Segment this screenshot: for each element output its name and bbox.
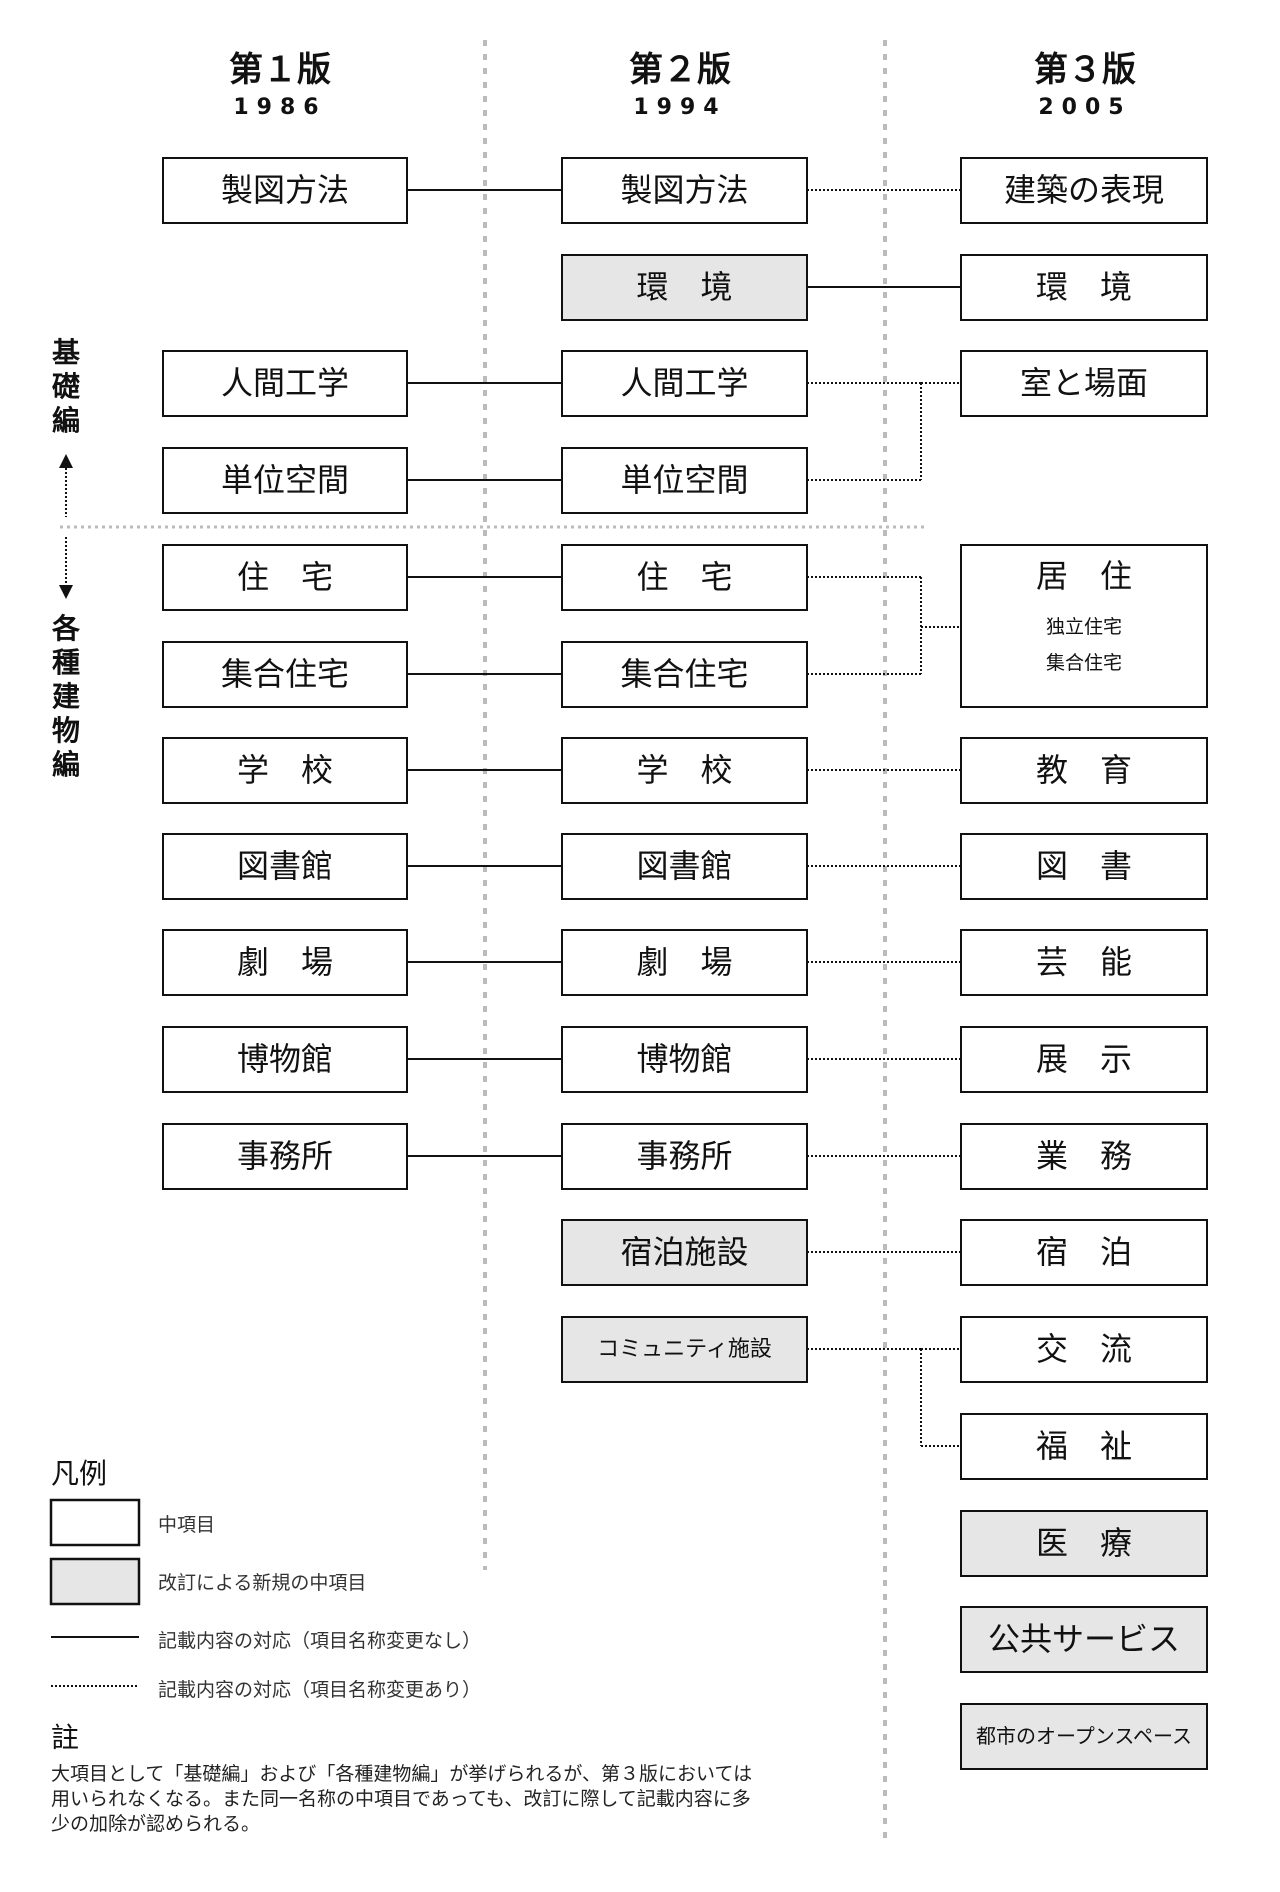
c3-item-13: 公共サービス <box>960 1606 1208 1673</box>
c3-item-3: 居 住 独立住宅 集合住宅 <box>960 544 1208 708</box>
c1-item-6: 図書館 <box>162 833 408 900</box>
note-line-2: 用いられなくなる。また同一名称の中項目であっても、改訂に際して記載内容に多 <box>51 1788 751 1810</box>
c3-item-14: 都市のオープンスペース <box>960 1703 1208 1770</box>
c1-item-8: 博物館 <box>162 1026 408 1093</box>
c2-item-9: 博物館 <box>561 1026 808 1093</box>
edition-year: 1986 <box>233 95 327 120</box>
side-arrows <box>59 454 73 599</box>
legend-box-swatch <box>49 1498 141 1547</box>
arrow-up-icon <box>59 454 73 468</box>
c3-item-5: 図 書 <box>960 833 1208 900</box>
c1-item-4: 集合住宅 <box>162 641 408 708</box>
c2-item-7: 図書館 <box>561 833 808 900</box>
c3-item-7: 展 示 <box>960 1026 1208 1093</box>
c1-item-7: 劇 場 <box>162 929 408 996</box>
c2-item-3: 単位空間 <box>561 447 808 514</box>
dotted-connectors-2-3 <box>807 189 961 1447</box>
legend-line-dotted: 記載内容の対応（項目名称変更あり） <box>158 1679 482 1701</box>
c3-item-4: 教 育 <box>960 737 1208 804</box>
solid-connectors-1-2 <box>407 189 562 1157</box>
legend-title: 凡例 <box>51 1457 108 1490</box>
edition-header-2: 第２版 1994 <box>550 42 810 120</box>
c2-item-6: 学 校 <box>561 737 808 804</box>
c1-item-9: 事務所 <box>162 1123 408 1190</box>
c2-item-0: 製図方法 <box>561 157 808 224</box>
edition-header-3: 第３版 2005 <box>955 42 1215 120</box>
c3-item-9: 宿 泊 <box>960 1219 1208 1286</box>
note-line-1: 大項目として「基礎編」および「各種建物編」が挙げられるが、第３版においては <box>51 1763 753 1785</box>
note-line-3: 少の加除が認められる。 <box>51 1813 261 1835</box>
edition-title: 第３版 <box>1034 50 1136 90</box>
side-label-buildings-char: 建 <box>51 680 80 713</box>
legend-line-solid: 記載内容の対応（項目名称変更なし） <box>158 1630 482 1652</box>
edition-title: 第２版 <box>629 50 731 90</box>
c2-item-10: 事務所 <box>561 1123 808 1190</box>
side-label-buildings: 各種建物編 <box>46 612 86 782</box>
side-label-buildings-char: 編 <box>51 748 80 781</box>
c2-item-5: 集合住宅 <box>561 641 808 708</box>
legend-item-box: 中項目 <box>158 1514 216 1536</box>
c1-item-1: 人間工学 <box>162 350 408 417</box>
c1-item-0: 製図方法 <box>162 157 408 224</box>
note-title: 註 <box>51 1721 80 1754</box>
edition-header-1: 第１版 1986 <box>150 42 410 120</box>
c3-item-12: 医 療 <box>960 1510 1208 1577</box>
c3-item-6: 芸 能 <box>960 929 1208 996</box>
side-label-buildings-char: 種 <box>51 646 80 679</box>
c3-item-8: 業 務 <box>960 1123 1208 1190</box>
c1-item-5: 学 校 <box>162 737 408 804</box>
c2-item-8: 劇 場 <box>561 929 808 996</box>
legend-item-new: 改訂による新規の中項目 <box>158 1572 367 1594</box>
c2-item-2: 人間工学 <box>561 350 808 417</box>
c3-item-1: 環 境 <box>960 254 1208 321</box>
c3-item-2: 室と場面 <box>960 350 1208 417</box>
c2-item-1: 環 境 <box>561 254 808 321</box>
side-label-basic-char: 編 <box>51 404 80 437</box>
c3-item-11: 福 祉 <box>960 1413 1208 1480</box>
edition-year: 1994 <box>633 95 727 120</box>
side-label-basic: 基礎編 <box>46 336 86 438</box>
c2-item-11: 宿泊施設 <box>561 1219 808 1286</box>
legend-new-swatch <box>49 1557 141 1606</box>
edition-year: 2005 <box>1038 95 1132 120</box>
c2-item-12: コミュニティ施設 <box>561 1316 808 1383</box>
c2-item-4: 住 宅 <box>561 544 808 611</box>
c3-item-0: 建築の表現 <box>960 157 1208 224</box>
side-label-buildings-char: 物 <box>51 714 80 747</box>
c3-item-10: 交 流 <box>960 1316 1208 1383</box>
c3-item-3-sub-1: 集合住宅 <box>1045 651 1122 674</box>
c1-item-3: 住 宅 <box>162 544 408 611</box>
side-label-basic-char: 基 <box>51 336 80 369</box>
c1-item-2: 単位空間 <box>162 447 408 514</box>
c3-item-3-sub-0: 独立住宅 <box>1045 615 1122 638</box>
side-label-buildings-char: 各 <box>51 612 80 645</box>
edition-title: 第１版 <box>229 50 331 90</box>
c3-item-3-title: 居 住 <box>1035 557 1132 595</box>
side-label-basic-char: 礎 <box>51 370 80 403</box>
arrow-down-icon <box>59 585 73 599</box>
